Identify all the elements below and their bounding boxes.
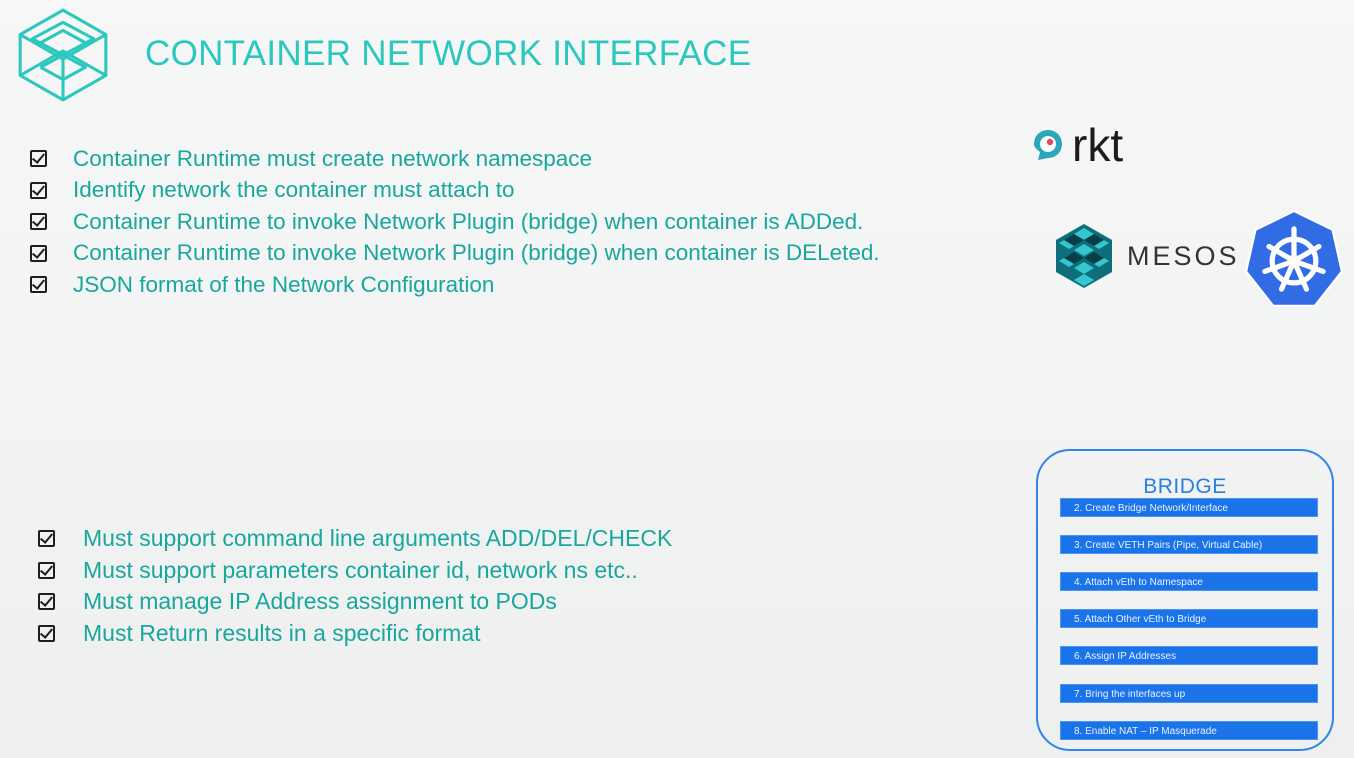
list-item-text: Must Return results in a specific format: [83, 619, 481, 646]
list-item: JSON format of the Network Configuration: [30, 269, 880, 301]
list-item-text: Container Runtime to invoke Network Plug…: [73, 240, 880, 266]
list-item-text: Must support parameters container id, ne…: [83, 556, 638, 583]
bridge-step: 5. Attach Other vEth to Bridge: [1060, 609, 1318, 628]
bridge-step: 6. Assign IP Addresses: [1060, 646, 1318, 665]
rkt-logo-text: rkt: [1072, 119, 1124, 171]
bridge-step: 8. Enable NAT – IP Masquerade: [1060, 721, 1318, 740]
list-item: Container Runtime to invoke Network Plug…: [30, 206, 880, 238]
checkbox-icon: [30, 244, 47, 262]
list-item-text: Identify network the container must atta…: [73, 177, 515, 203]
list-item: Must support command line arguments ADD/…: [38, 523, 672, 555]
runtime-requirements-list: Container Runtime must create network na…: [30, 143, 880, 301]
bridge-title: BRIDGE: [1143, 475, 1227, 498]
list-item: Must Return results in a specific format: [38, 618, 672, 650]
checkbox-icon: [38, 624, 55, 642]
mesos-logo-icon: [1056, 224, 1112, 288]
plugin-requirements-list: Must support command line arguments ADD/…: [38, 523, 672, 649]
checkbox-icon: [30, 150, 47, 168]
bridge-step: 7. Bring the interfaces up: [1060, 684, 1318, 703]
rkt-logo: rkt: [1030, 119, 1124, 171]
checkbox-icon: [38, 561, 55, 579]
list-item: Must manage IP Address assignment to POD…: [38, 586, 672, 618]
bridge-step: 4. Attach vEth to Namespace: [1060, 572, 1318, 591]
list-item: Identify network the container must atta…: [30, 175, 880, 207]
page-title: CONTAINER NETWORK INTERFACE: [145, 34, 752, 73]
checkbox-icon: [30, 181, 47, 199]
list-item: Must support parameters container id, ne…: [38, 555, 672, 587]
checkbox-icon: [38, 593, 55, 611]
checkbox-icon: [38, 530, 55, 548]
kubernetes-logo-icon: [1245, 209, 1343, 307]
list-item-text: Container Runtime to invoke Network Plug…: [73, 208, 864, 234]
checkbox-icon: [30, 276, 47, 294]
mesos-logo-text: MESOS: [1127, 240, 1240, 271]
bridge-step: 2. Create Bridge Network/Interface: [1060, 498, 1318, 517]
bridge-step: 3. Create VETH Pairs (Pipe, Virtual Cabl…: [1060, 535, 1318, 554]
checkbox-icon: [30, 213, 47, 231]
list-item: Container Runtime must create network na…: [30, 143, 880, 175]
list-item-text: Container Runtime must create network na…: [73, 145, 592, 171]
cni-logo-icon: [18, 8, 108, 102]
rkt-logo-icon: [1034, 130, 1062, 160]
list-item-text: Must support command line arguments ADD/…: [83, 525, 673, 552]
list-item-text: JSON format of the Network Configuration: [73, 271, 495, 297]
list-item: Container Runtime to invoke Network Plug…: [30, 238, 880, 270]
mesos-logo: MESOS: [1053, 222, 1240, 290]
list-item-text: Must manage IP Address assignment to POD…: [83, 588, 557, 615]
bridge-plugin-panel: BRIDGE 2. Create Bridge Network/Interfac…: [1036, 449, 1334, 751]
